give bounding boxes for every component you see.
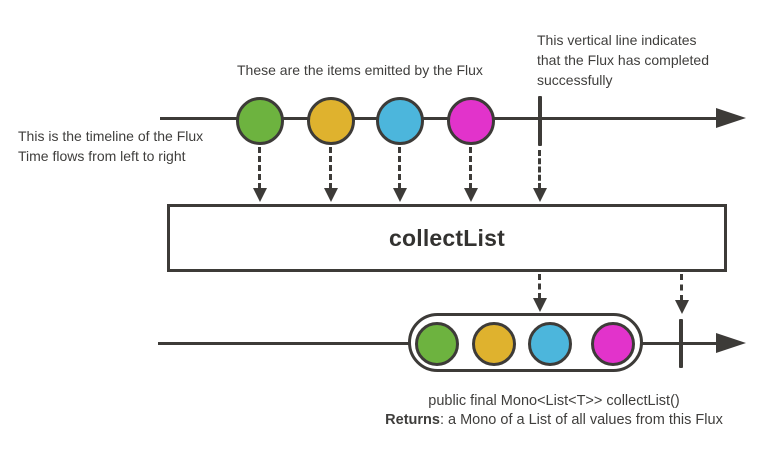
mono-complete-tick — [679, 319, 683, 368]
flux-timeline-arrow-icon — [716, 108, 746, 128]
returns-text: : a Mono of a List of all values from th… — [439, 412, 723, 428]
flux-marble-magenta — [447, 97, 495, 145]
returns-label: Returns — [385, 412, 440, 428]
dashed-arrow-magenta — [464, 147, 478, 202]
dashed-arrow-gold — [324, 147, 338, 202]
returns-line: Returns: a Mono of a List of all values … — [334, 411, 768, 430]
dashed-arrow-list-emit — [533, 274, 547, 312]
operator-box: collectList — [167, 204, 727, 272]
dashed-arrow-blue — [393, 147, 407, 202]
list-marble-gold — [472, 322, 516, 366]
javadoc-footer: public final Mono<List<T>> collectList()… — [334, 392, 768, 430]
annotation-items-emitted: These are the items emitted by the Flux — [237, 62, 483, 78]
annotation-completion: This vertical line indicates that the Fl… — [537, 32, 709, 88]
flux-marble-green — [236, 97, 284, 145]
method-signature: public final Mono<List<T>> collectList() — [428, 393, 680, 409]
annotation-timeline: This is the timeline of the Flux Time fl… — [18, 128, 204, 164]
operator-label: collectList — [389, 224, 505, 251]
mono-timeline-arrow-icon — [716, 333, 746, 353]
flux-complete-tick — [538, 96, 542, 146]
dashed-arrow-green — [253, 147, 267, 202]
list-marble-blue — [528, 322, 572, 366]
list-marble-magenta — [591, 322, 635, 366]
list-marble-green — [415, 322, 459, 366]
flux-timeline — [160, 117, 718, 120]
dashed-arrow-complete — [533, 150, 547, 202]
flux-marble-gold — [307, 97, 355, 145]
flux-marble-blue — [376, 97, 424, 145]
dashed-arrow-mono-complete — [675, 274, 689, 314]
